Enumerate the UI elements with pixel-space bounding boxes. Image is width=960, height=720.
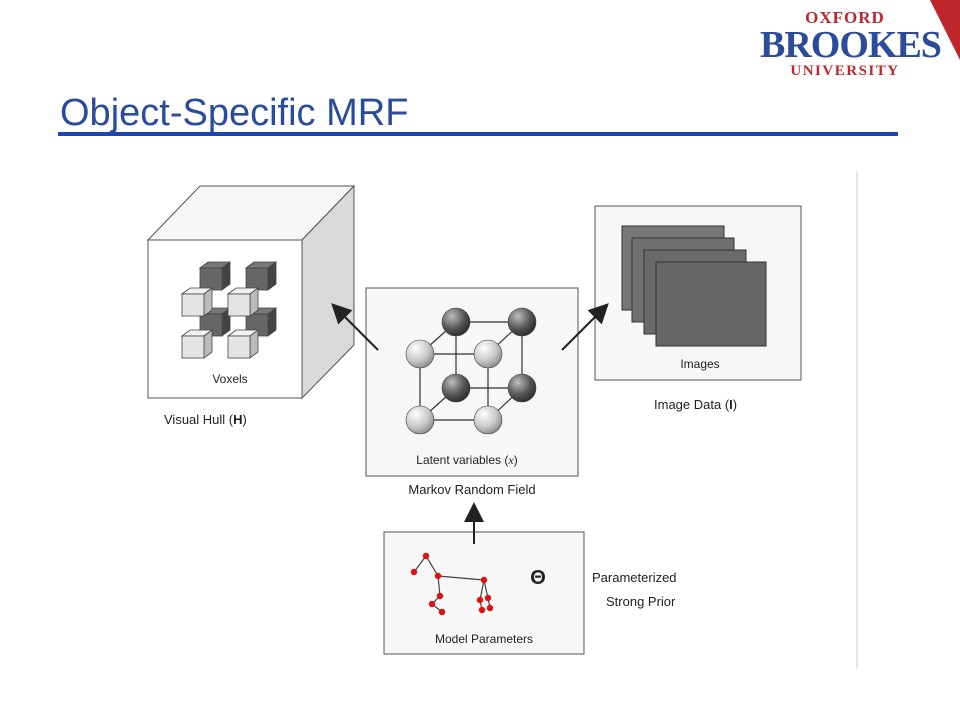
prior-label-line2: Strong Prior (606, 594, 676, 609)
voxel-light (180, 329, 214, 359)
model-parameters-label: Model Parameters (435, 632, 533, 646)
joint-dot (438, 608, 446, 616)
image-frame (655, 261, 767, 347)
joint-dot (436, 592, 444, 600)
voxel-dark (198, 261, 232, 291)
joint-dot (484, 594, 492, 602)
joint-dot (434, 572, 442, 580)
voxel-grid (180, 261, 278, 359)
title-underline (58, 132, 898, 136)
latent-node (473, 339, 503, 369)
joint-dot (428, 600, 436, 608)
latent-variables-label: Latent variables (x) (416, 453, 517, 467)
images-label: Images (680, 357, 719, 371)
prior-joints (410, 552, 494, 616)
voxel-light (180, 287, 214, 317)
joint-dot (410, 568, 418, 576)
latent-node (405, 405, 435, 435)
model-parameters-box (383, 531, 585, 655)
latent-node (405, 339, 435, 369)
latent-node (507, 307, 537, 337)
prior-label-line1: Parameterized (592, 570, 677, 585)
arrow-to-visual-hull (331, 303, 379, 351)
visual-hull-label: Visual Hull (H) (164, 412, 247, 427)
logo-line-2: BROOKES (760, 24, 942, 66)
joint-dot (486, 604, 494, 612)
voxel-light (226, 329, 260, 359)
mrf-box (365, 287, 579, 477)
joint-dot (422, 552, 430, 560)
joint-dot (476, 596, 484, 604)
voxels-label: Voxels (212, 372, 247, 386)
logo-line-1: OXFORD (805, 8, 885, 27)
theta-symbol: Θ (530, 567, 546, 589)
image-stack (621, 225, 767, 347)
voxel-dark (244, 261, 278, 291)
logo-line-3: UNIVERSITY (790, 63, 900, 79)
latent-node (507, 373, 537, 403)
joint-dot (480, 576, 488, 584)
arrow-to-image-data (561, 303, 609, 351)
latent-node (441, 307, 471, 337)
image-data-label: Image Data (I) (654, 397, 737, 412)
joint-dot (478, 606, 486, 614)
oxford-brookes-logo: OXFORD BROOKES UNIVERSITY (760, 8, 942, 80)
mrf-nodes (405, 307, 537, 435)
corner-accent (930, 0, 960, 60)
slide-title: Object-Specific MRF (60, 92, 409, 134)
latent-node (441, 373, 471, 403)
mrf-label: Markov Random Field (408, 482, 535, 497)
latent-node (473, 405, 503, 435)
voxel-light (226, 287, 260, 317)
